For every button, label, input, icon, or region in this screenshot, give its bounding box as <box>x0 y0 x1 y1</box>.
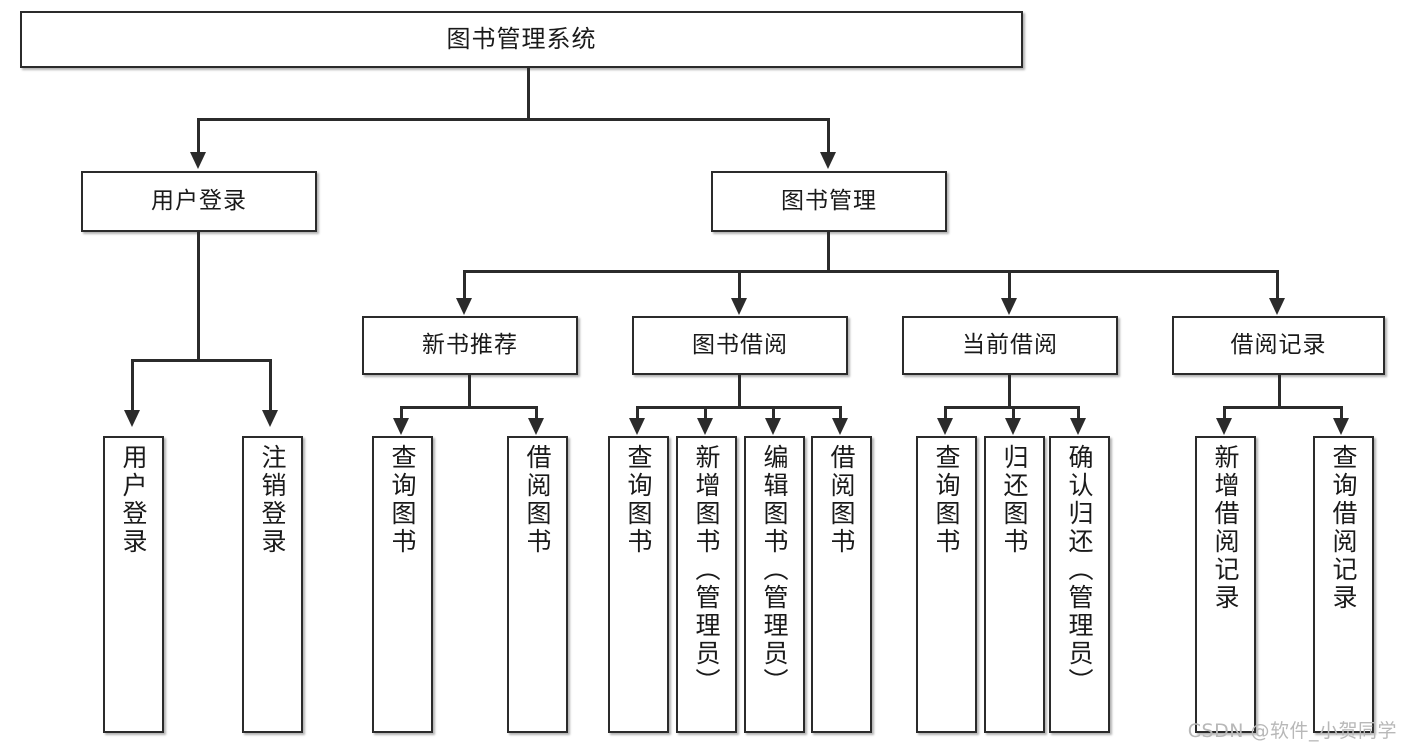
connector-current-borrow-stem <box>1008 375 1011 409</box>
leaf-label: 查询借阅记录 <box>1329 444 1358 612</box>
connector-book-manage-bus <box>463 270 1279 273</box>
leaf-book-borrow-2[interactable]: 新增图书（管理员） <box>676 436 737 733</box>
leaf-user-login-1[interactable]: 用户登录 <box>103 436 164 733</box>
arrowhead-leaf-cb-1-icon <box>937 418 953 435</box>
connector-drop-leaf-nbr-2 <box>535 406 538 421</box>
node-label: 图书管理系统 <box>446 25 597 54</box>
connector-drop-borrow-record <box>1276 270 1279 300</box>
node-root-book-management-system[interactable]: 图书管理系统 <box>20 11 1023 68</box>
leaf-book-borrow-1[interactable]: 查询图书 <box>608 436 669 733</box>
node-new-book-recommend[interactable]: 新书推荐 <box>362 316 578 375</box>
node-book-borrow[interactable]: 图书借阅 <box>632 316 848 375</box>
leaf-borrow-record-2[interactable]: 查询借阅记录 <box>1313 436 1374 733</box>
leaf-label: 新增图书（管理员） <box>692 444 721 696</box>
leaf-label: 查询图书 <box>624 444 653 556</box>
leaf-book-borrow-3[interactable]: 编辑图书（管理员） <box>744 436 805 733</box>
node-label: 借阅记录 <box>1230 331 1327 358</box>
connector-new-book-rec-stem <box>468 375 471 409</box>
arrowhead-new-book-rec-icon <box>456 298 472 315</box>
connector-drop-leaf-br-1 <box>1223 406 1226 421</box>
connector-drop-leaf-br-2 <box>1340 406 1343 421</box>
node-label: 图书管理 <box>781 187 877 214</box>
node-label: 用户登录 <box>151 187 247 214</box>
arrowhead-leaf-br-1-icon <box>1216 418 1232 435</box>
arrowhead-leaf-cb-2-icon <box>1005 418 1021 435</box>
connector-drop-leaf-bb-1 <box>636 406 639 421</box>
node-book-management[interactable]: 图书管理 <box>711 171 947 232</box>
leaf-label: 确认归还（管理员） <box>1065 444 1094 696</box>
arrowhead-leaf-nbr-1-icon <box>393 418 409 435</box>
arrowhead-current-borrow-icon <box>1001 298 1017 315</box>
arrowhead-leaf-bb-4-icon <box>832 418 848 435</box>
connector-drop-new-book-rec <box>463 270 466 300</box>
csdn-watermark: CSDN @软件_小贺同学 <box>1187 720 1397 742</box>
leaf-label: 用户登录 <box>119 444 148 556</box>
leaf-label: 编辑图书（管理员） <box>760 444 789 696</box>
arrowhead-leaf-bb-1-icon <box>629 418 645 435</box>
connector-new-book-rec-bus <box>400 406 538 409</box>
leaf-current-borrow-1[interactable]: 查询图书 <box>916 436 977 733</box>
leaf-label: 归还图书 <box>1000 444 1029 556</box>
arrowhead-borrow-record-icon <box>1269 298 1285 315</box>
node-label: 图书借阅 <box>692 331 788 358</box>
node-label: 新书推荐 <box>422 331 518 358</box>
arrowhead-leaf-br-2-icon <box>1333 418 1349 435</box>
node-borrow-record[interactable]: 借阅记录 <box>1172 316 1385 375</box>
leaf-current-borrow-3[interactable]: 确认归还（管理员） <box>1049 436 1110 733</box>
arrowhead-book-manage-icon <box>820 152 836 169</box>
connector-drop-leaf-bb-3 <box>772 406 775 421</box>
connector-drop-leaf-cb-2 <box>1012 406 1015 421</box>
connector-current-borrow-bus <box>944 406 1079 409</box>
leaf-label: 借阅图书 <box>523 444 552 556</box>
arrowhead-leaf-nbr-2-icon <box>528 418 544 435</box>
connector-book-borrow-bus <box>636 406 841 409</box>
arrowhead-user-login-icon <box>190 152 206 169</box>
connector-user-login-stem <box>197 232 200 362</box>
connector-book-manage-stem <box>827 232 830 272</box>
connector-drop-leaf-bb-2 <box>704 406 707 421</box>
leaf-user-login-2[interactable]: 注销登录 <box>242 436 303 733</box>
connector-drop-current-borrow <box>1008 270 1011 300</box>
arrowhead-leaf-user-login-2-icon <box>262 410 278 427</box>
node-label: 当前借阅 <box>962 331 1058 358</box>
leaf-label: 借阅图书 <box>827 444 856 556</box>
leaf-book-borrow-4[interactable]: 借阅图书 <box>811 436 872 733</box>
connector-drop-leaf-user-login-2 <box>269 359 272 411</box>
leaf-label: 新增借阅记录 <box>1211 444 1240 612</box>
arrowhead-leaf-bb-3-icon <box>765 418 781 435</box>
leaf-label: 查询图书 <box>388 444 417 556</box>
connector-user-login-bus <box>131 359 269 362</box>
leaf-new-book-rec-2[interactable]: 借阅图书 <box>507 436 568 733</box>
node-user-login[interactable]: 用户登录 <box>81 171 317 232</box>
arrowhead-leaf-user-login-1-icon <box>124 410 140 427</box>
connector-drop-leaf-cb-3 <box>1077 406 1080 421</box>
leaf-current-borrow-2[interactable]: 归还图书 <box>984 436 1045 733</box>
connector-borrow-record-bus <box>1223 406 1343 409</box>
arrowhead-leaf-bb-2-icon <box>697 418 713 435</box>
arrowhead-book-borrow-icon <box>731 298 747 315</box>
connector-drop-leaf-user-login-1 <box>131 359 134 411</box>
connector-book-borrow-stem <box>738 375 741 409</box>
connector-drop-book-borrow <box>738 270 741 300</box>
leaf-borrow-record-1[interactable]: 新增借阅记录 <box>1195 436 1256 733</box>
leaf-label: 注销登录 <box>258 444 287 556</box>
connector-drop-user-login <box>197 118 200 153</box>
connector-borrow-record-stem <box>1278 375 1281 409</box>
node-current-borrow[interactable]: 当前借阅 <box>902 316 1118 375</box>
connector-drop-leaf-bb-4 <box>839 406 842 421</box>
connector-root-bus <box>197 118 830 121</box>
connector-drop-leaf-cb-1 <box>944 406 947 421</box>
leaf-new-book-rec-1[interactable]: 查询图书 <box>372 436 433 733</box>
arrowhead-leaf-cb-3-icon <box>1070 418 1086 435</box>
connector-drop-book-manage <box>827 118 830 153</box>
connector-drop-leaf-nbr-1 <box>400 406 403 421</box>
connector-root-stem <box>527 68 530 118</box>
leaf-label: 查询图书 <box>932 444 961 556</box>
